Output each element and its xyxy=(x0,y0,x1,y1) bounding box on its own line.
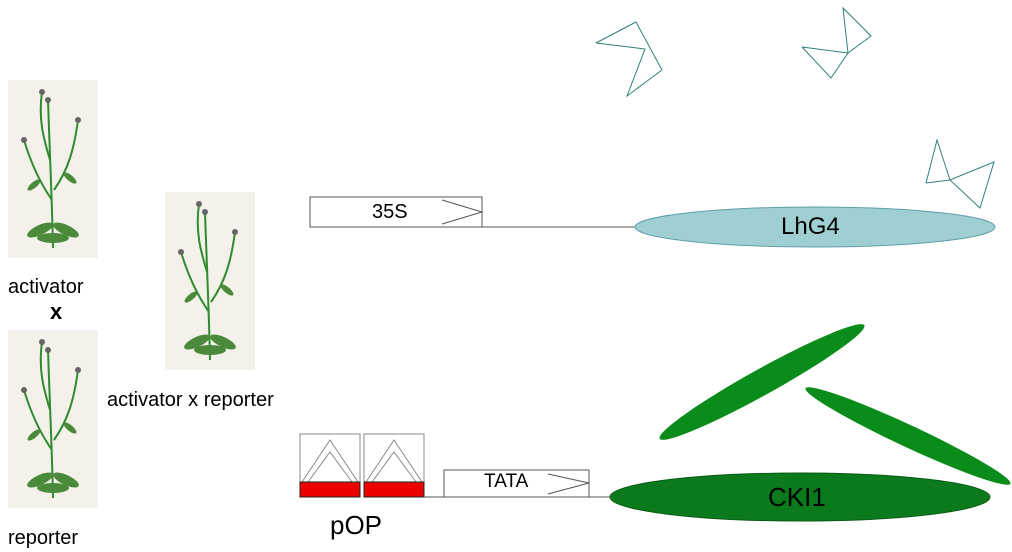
tata-arrow xyxy=(547,473,590,495)
operator-chevron xyxy=(365,439,423,483)
promoter-35s-label: 35S xyxy=(372,201,408,223)
cki1-proteins xyxy=(659,324,1011,485)
cki1-protein-blade xyxy=(659,324,865,440)
lhg4-ellipse xyxy=(634,206,996,248)
cki1-protein-blade xyxy=(805,387,1011,485)
operator-red-bar xyxy=(299,481,361,498)
activator-construct xyxy=(309,196,996,248)
lhg4-protein-shape xyxy=(801,6,872,79)
reporter-label: reporter xyxy=(8,527,79,549)
pop-label: pOP xyxy=(330,510,383,540)
lhg4-protein-shape xyxy=(595,21,663,98)
reporter-construct xyxy=(299,433,991,522)
lhg4-proteins xyxy=(595,6,995,209)
plant-reporter xyxy=(8,330,98,508)
lhg4-label: LhG4 xyxy=(781,213,840,240)
plant-progeny xyxy=(165,192,255,370)
operator-chevron-inner xyxy=(307,451,353,483)
operator-box xyxy=(363,433,425,483)
cki1-ellipse xyxy=(609,472,991,522)
plant-activator xyxy=(8,80,98,258)
activator-label: activator xyxy=(8,276,84,298)
cki1-label: CKI1 xyxy=(768,482,826,512)
operator-red-bar xyxy=(363,481,425,498)
lhg4-protein-shape xyxy=(925,138,995,209)
cross-symbol: x xyxy=(50,299,63,324)
tata-label: TATA xyxy=(484,471,529,492)
operator-chevron-inner xyxy=(371,451,417,483)
operator-box xyxy=(299,433,361,483)
promoter-35s-arrow xyxy=(441,199,484,225)
progeny-label: activator x reporter xyxy=(107,389,274,411)
operator-chevron xyxy=(301,439,359,483)
